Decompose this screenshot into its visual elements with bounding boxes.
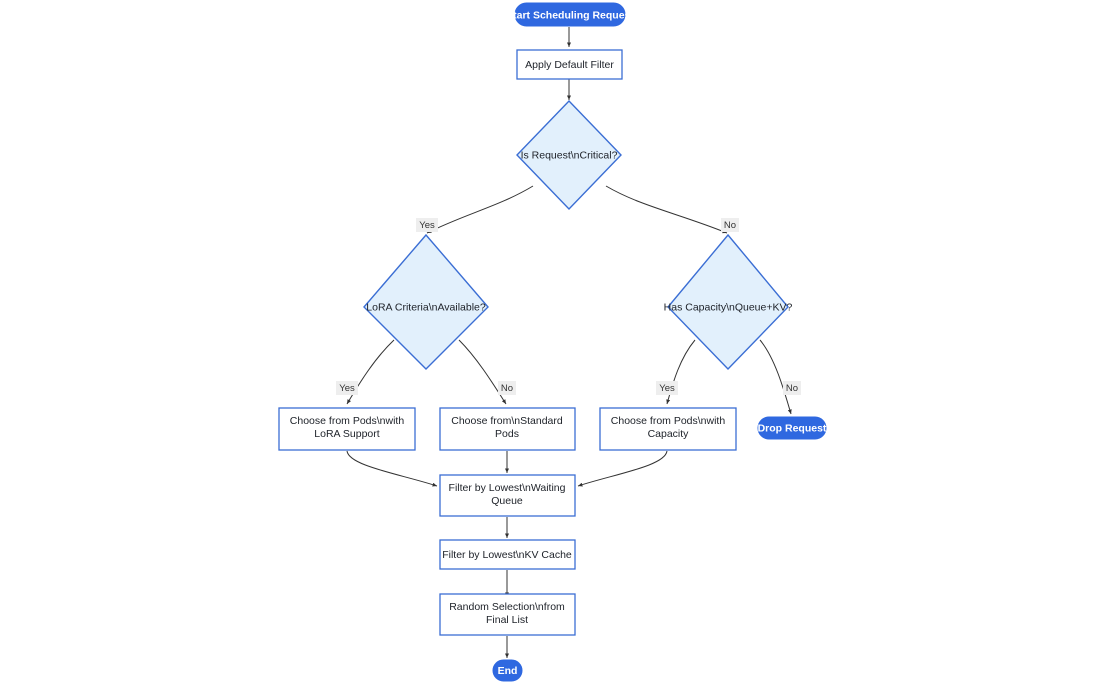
critical-no-label: No <box>724 220 736 231</box>
filter-waiting-queue-shape <box>439 474 576 517</box>
node-filter-waiting-queue[interactable]: Filter by Lowest\nWaiting Queue <box>439 474 576 517</box>
is-request-critical-label: Is Request\nCritical? <box>521 149 618 161</box>
filter-waiting-queue-label-line2: Queue <box>491 495 523 507</box>
has-capacity-label: Has Capacity\nQueue+KV? <box>664 301 793 313</box>
node-apply-default-filter[interactable]: Apply Default Filter <box>516 49 623 80</box>
edge-label-capacity-yes: Yes <box>656 381 678 395</box>
edge-capacity-no-to-drop-request <box>759 339 792 415</box>
edge-lora-no-to-choose-standard-pods <box>458 339 507 405</box>
random-selection-label-line2: Final List <box>486 614 528 626</box>
choose-pods-lora-shape <box>278 407 416 451</box>
start-label: Start Scheduling Request <box>506 9 634 21</box>
filter-kv-cache-shape <box>439 539 576 570</box>
has-capacity-shape <box>667 233 789 371</box>
filter-waiting-queue-label-line1: Filter by Lowest\nWaiting <box>449 482 566 494</box>
edge-label-lora-yes: Yes <box>336 381 358 395</box>
drop-request-shape <box>757 416 827 440</box>
node-lora-criteria-available[interactable]: LoRA Criteria\nAvailable? <box>363 233 489 370</box>
end-shape <box>492 659 523 682</box>
lora-yes-label-bg <box>336 381 358 395</box>
edge-label-capacity-no: No <box>783 381 801 395</box>
choose-pods-capacity-shape <box>599 407 737 451</box>
end-label: End <box>498 665 518 677</box>
critical-yes-label: Yes <box>419 220 435 231</box>
apply-default-filter-label: Apply Default Filter <box>525 59 614 71</box>
edge-choose-pods-lora-to-filter-waiting <box>346 450 438 487</box>
edge-lora-yes-to-choose-pods-lora <box>346 339 395 405</box>
lora-no-label: No <box>501 383 513 394</box>
node-filter-kv-cache[interactable]: Filter by Lowest\nKV Cache <box>439 539 576 570</box>
node-end[interactable]: End <box>492 659 523 682</box>
edge-label-critical-no: No <box>721 218 739 232</box>
capacity-no-label-bg <box>783 381 801 395</box>
node-drop-request[interactable]: Drop Request <box>757 416 827 440</box>
capacity-no-label: No <box>786 383 798 394</box>
edge-is-critical-no-to-capacity <box>605 185 728 234</box>
choose-standard-pods-shape <box>439 407 576 451</box>
node-choose-standard-pods[interactable]: Choose from\nStandard Pods <box>439 407 576 451</box>
random-selection-shape <box>439 593 576 636</box>
node-has-capacity-queue-kv[interactable]: Has Capacity\nQueue+KV? <box>664 233 793 371</box>
edge-capacity-yes-to-choose-pods-capacity <box>666 339 696 405</box>
capacity-yes-label-bg <box>656 381 678 395</box>
choose-pods-capacity-label-line1: Choose from Pods\nwith <box>611 415 726 427</box>
edges-layer <box>346 27 792 658</box>
edge-label-lora-no: No <box>498 381 516 395</box>
capacity-yes-label: Yes <box>659 383 675 394</box>
edge-choose-pods-capacity-to-filter-waiting <box>577 450 668 487</box>
critical-no-label-bg <box>721 218 739 232</box>
choose-pods-lora-label-line2: LoRA Support <box>314 428 379 440</box>
node-is-request-critical[interactable]: Is Request\nCritical? <box>516 99 622 211</box>
edge-label-critical-yes: Yes <box>416 218 438 232</box>
choose-pods-lora-label-line1: Choose from Pods\nwith <box>290 415 405 427</box>
drop-request-label: Drop Request <box>758 422 827 434</box>
lora-yes-label: Yes <box>339 383 355 394</box>
node-choose-pods-lora[interactable]: Choose from Pods\nwith LoRA Support <box>278 407 416 451</box>
node-random-selection[interactable]: Random Selection\nfrom Final List <box>439 593 576 636</box>
lora-criteria-label: LoRA Criteria\nAvailable? <box>366 301 486 313</box>
random-selection-label-line1: Random Selection\nfrom <box>449 601 565 613</box>
choose-pods-capacity-label-line2: Capacity <box>648 428 690 440</box>
node-choose-pods-capacity[interactable]: Choose from Pods\nwith Capacity <box>599 407 737 451</box>
filter-kv-cache-label: Filter by Lowest\nKV Cache <box>442 549 572 561</box>
apply-default-filter-shape <box>516 49 623 80</box>
choose-standard-pods-label-line2: Pods <box>495 428 519 440</box>
lora-no-label-bg <box>498 381 516 395</box>
choose-standard-pods-label-line1: Choose from\nStandard <box>451 415 563 427</box>
start-pill-shape <box>514 2 626 27</box>
node-start[interactable]: Start Scheduling Request <box>506 2 634 27</box>
edge-is-critical-yes-to-lora <box>426 185 534 234</box>
lora-criteria-shape <box>363 233 489 370</box>
is-request-critical-shape <box>516 99 622 211</box>
critical-yes-label-bg <box>416 218 438 232</box>
